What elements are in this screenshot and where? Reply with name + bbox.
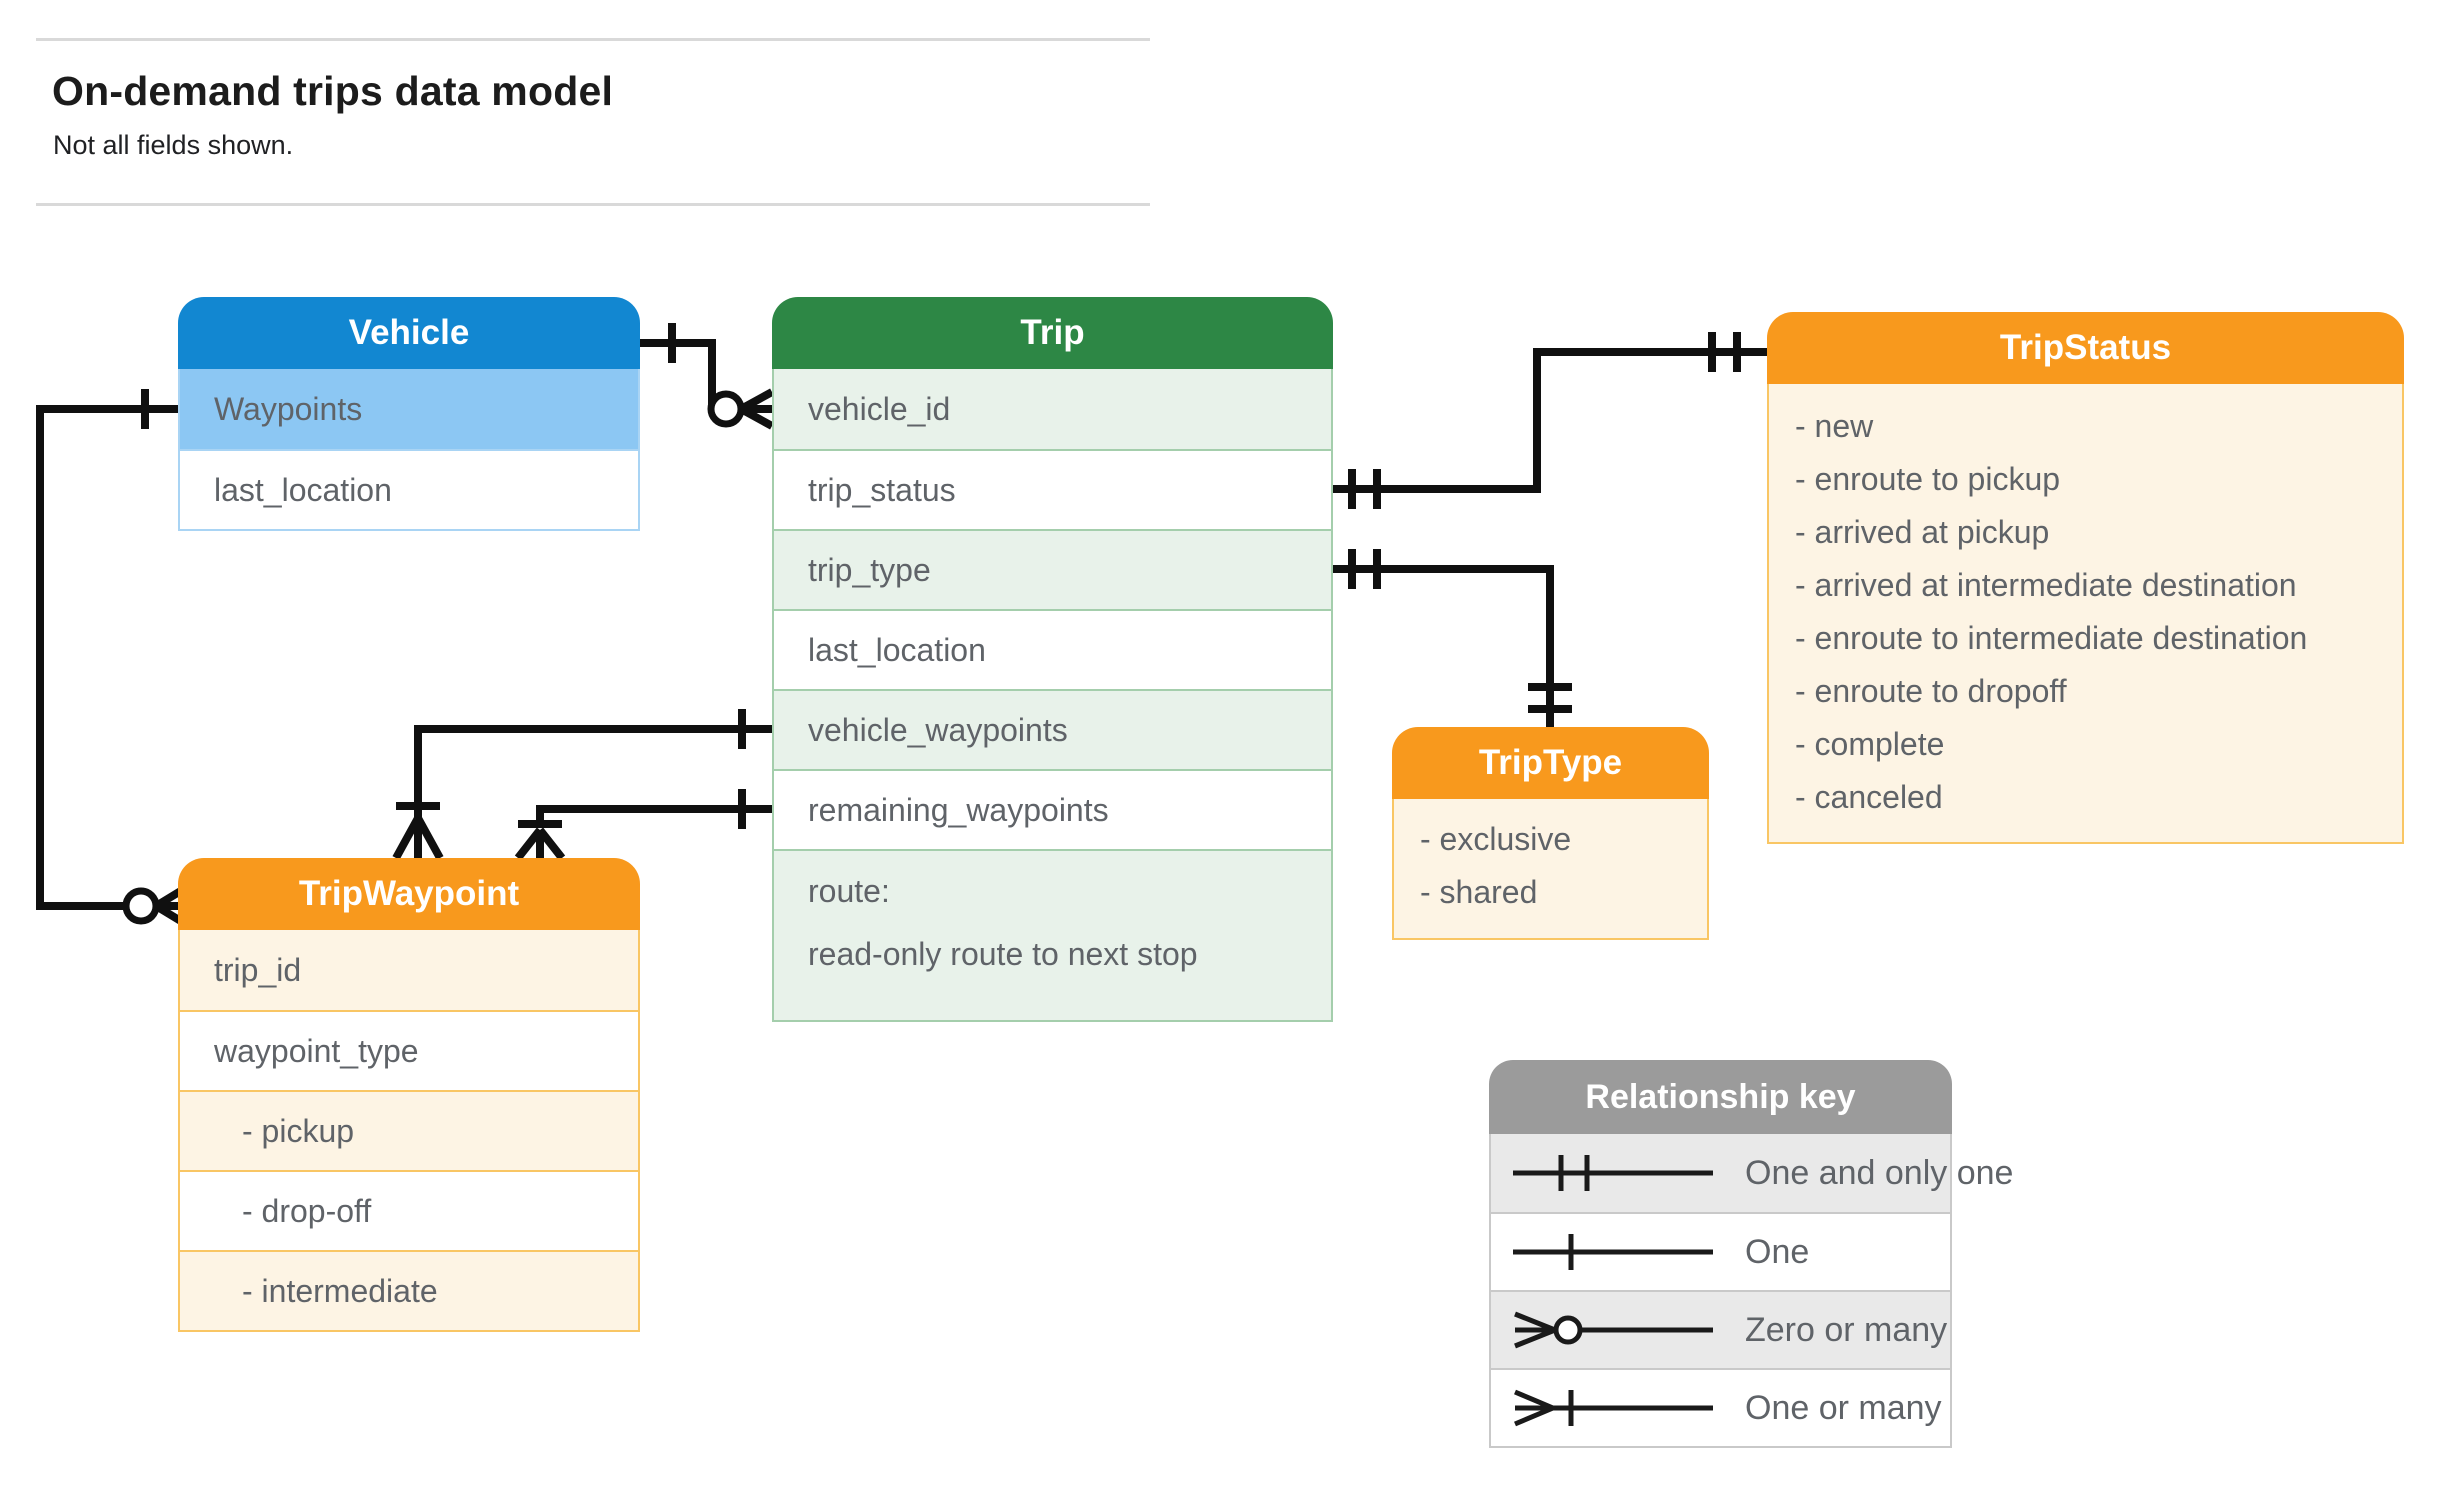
entity-vehicle-fields: Waypoints last_location [178, 369, 640, 531]
connector-trip-tripwaypoint-remaining-waypoints [514, 789, 772, 861]
page-subtitle: Not all fields shown. [53, 130, 294, 160]
entity-tripwaypoint: TripWaypoint trip_id waypoint_type - picku… [178, 858, 640, 1332]
field-label: route: [808, 873, 890, 909]
one-and-only-one-icon [1509, 1151, 1719, 1195]
field-label: - intermediate [242, 1272, 438, 1309]
connector-vehicle-tripwaypoint [36, 389, 187, 927]
field-label: - pickup [242, 1112, 355, 1149]
legend-label: Zero or many [1745, 1310, 1948, 1349]
entity-trip-fields: vehicle_id trip_status trip_type last_locat… [772, 369, 1333, 1022]
entity-tripstatus-values: - new - enroute to pickup - arrived at pic… [1767, 384, 2404, 844]
entity-tripstatus-header: TripStatus [1767, 312, 2404, 384]
relationship-key-header: Relationship key [1489, 1060, 1952, 1134]
list-item: - canceled [1795, 779, 1943, 815]
entity-triptype-header: TripType [1392, 727, 1709, 799]
field-label: Waypoints [214, 390, 363, 427]
entity-vehicle-header: Vehicle [178, 297, 640, 369]
list-item: - complete [1795, 726, 1945, 762]
zero-or-many-icon [1509, 1308, 1719, 1352]
connector-vehicle-trip [640, 323, 774, 430]
legend-label: One or many [1745, 1388, 1942, 1427]
table-row: Waypoints [180, 369, 638, 449]
entity-tripwaypoint-header: TripWaypoint [178, 858, 640, 930]
field-label: vehicle_waypoints [808, 711, 1068, 748]
table-row: waypoint_type [180, 1010, 638, 1090]
table-row: vehicle_waypoints [774, 689, 1331, 769]
legend-row: One and only one [1491, 1134, 2013, 1212]
field-label: waypoint_type [214, 1032, 419, 1069]
field-label: trip_status [808, 471, 956, 508]
entity-trip: Trip vehicle_id trip_status trip_type last_… [772, 297, 1333, 1022]
field-label: last_location [214, 471, 392, 508]
table-row: remaining_waypoints [774, 769, 1331, 849]
table-row: trip_status [774, 449, 1331, 529]
legend-row: Zero or many [1491, 1290, 1950, 1368]
table-row: vehicle_id [774, 369, 1331, 449]
table-row: trip_type [774, 529, 1331, 609]
field-label: trip_id [214, 951, 302, 988]
list-item: - new [1795, 408, 1874, 444]
field-sublabel: read-only route to next stop [808, 936, 1198, 972]
one-or-many-icon [1509, 1386, 1719, 1430]
one-icon [1509, 1230, 1719, 1274]
page-title: On-demand trips data model [52, 68, 614, 114]
table-row: trip_id [180, 930, 638, 1010]
connector-trip-triptype [1333, 549, 1572, 727]
entity-vehicle: Vehicle Waypoints last_location [178, 297, 640, 531]
table-row: last_location [180, 449, 638, 529]
table-row: - drop-off [180, 1170, 638, 1250]
field-label: remaining_waypoints [808, 791, 1109, 828]
divider-bottom [36, 203, 1150, 206]
legend-label: One [1745, 1232, 1810, 1271]
list-item: - exclusive [1420, 821, 1572, 857]
list-item: - arrived at intermediate destination [1795, 567, 2297, 603]
entity-tripwaypoint-fields: trip_id waypoint_type - pickup - drop-off - … [178, 930, 640, 1332]
connector-trip-tripstatus [1333, 332, 1767, 509]
connector-trip-tripwaypoint-vehicle-waypoints [392, 709, 772, 860]
table-row: - intermediate [180, 1250, 638, 1330]
entity-trip-header: Trip [772, 297, 1333, 369]
list-item: - shared [1420, 874, 1538, 910]
list-item: - enroute to pickup [1795, 461, 2061, 497]
table-row: route: read-only route to next stop [774, 849, 1331, 1020]
legend-row: One or many [1491, 1368, 1950, 1446]
field-label: trip_type [808, 551, 931, 588]
field-label: last_location [808, 631, 986, 668]
entity-tripstatus: TripStatus - new - enroute to pickup - arr… [1767, 312, 2404, 844]
list-item: - enroute to dropoff [1795, 673, 2067, 709]
field-label: vehicle_id [808, 390, 951, 427]
entity-triptype: TripType - exclusive - shared [1392, 727, 1709, 940]
entity-triptype-values: - exclusive - shared [1392, 799, 1709, 940]
list-item: - arrived at pickup [1795, 514, 2050, 550]
table-row: last_location [774, 609, 1331, 689]
legend-row: One [1491, 1212, 1950, 1290]
field-label: - drop-off [242, 1192, 372, 1229]
divider-top [36, 38, 1150, 41]
legend-label: One and only one [1745, 1153, 2014, 1192]
table-row: - pickup [180, 1090, 638, 1170]
list-item: - enroute to intermediate destination [1795, 620, 2308, 656]
